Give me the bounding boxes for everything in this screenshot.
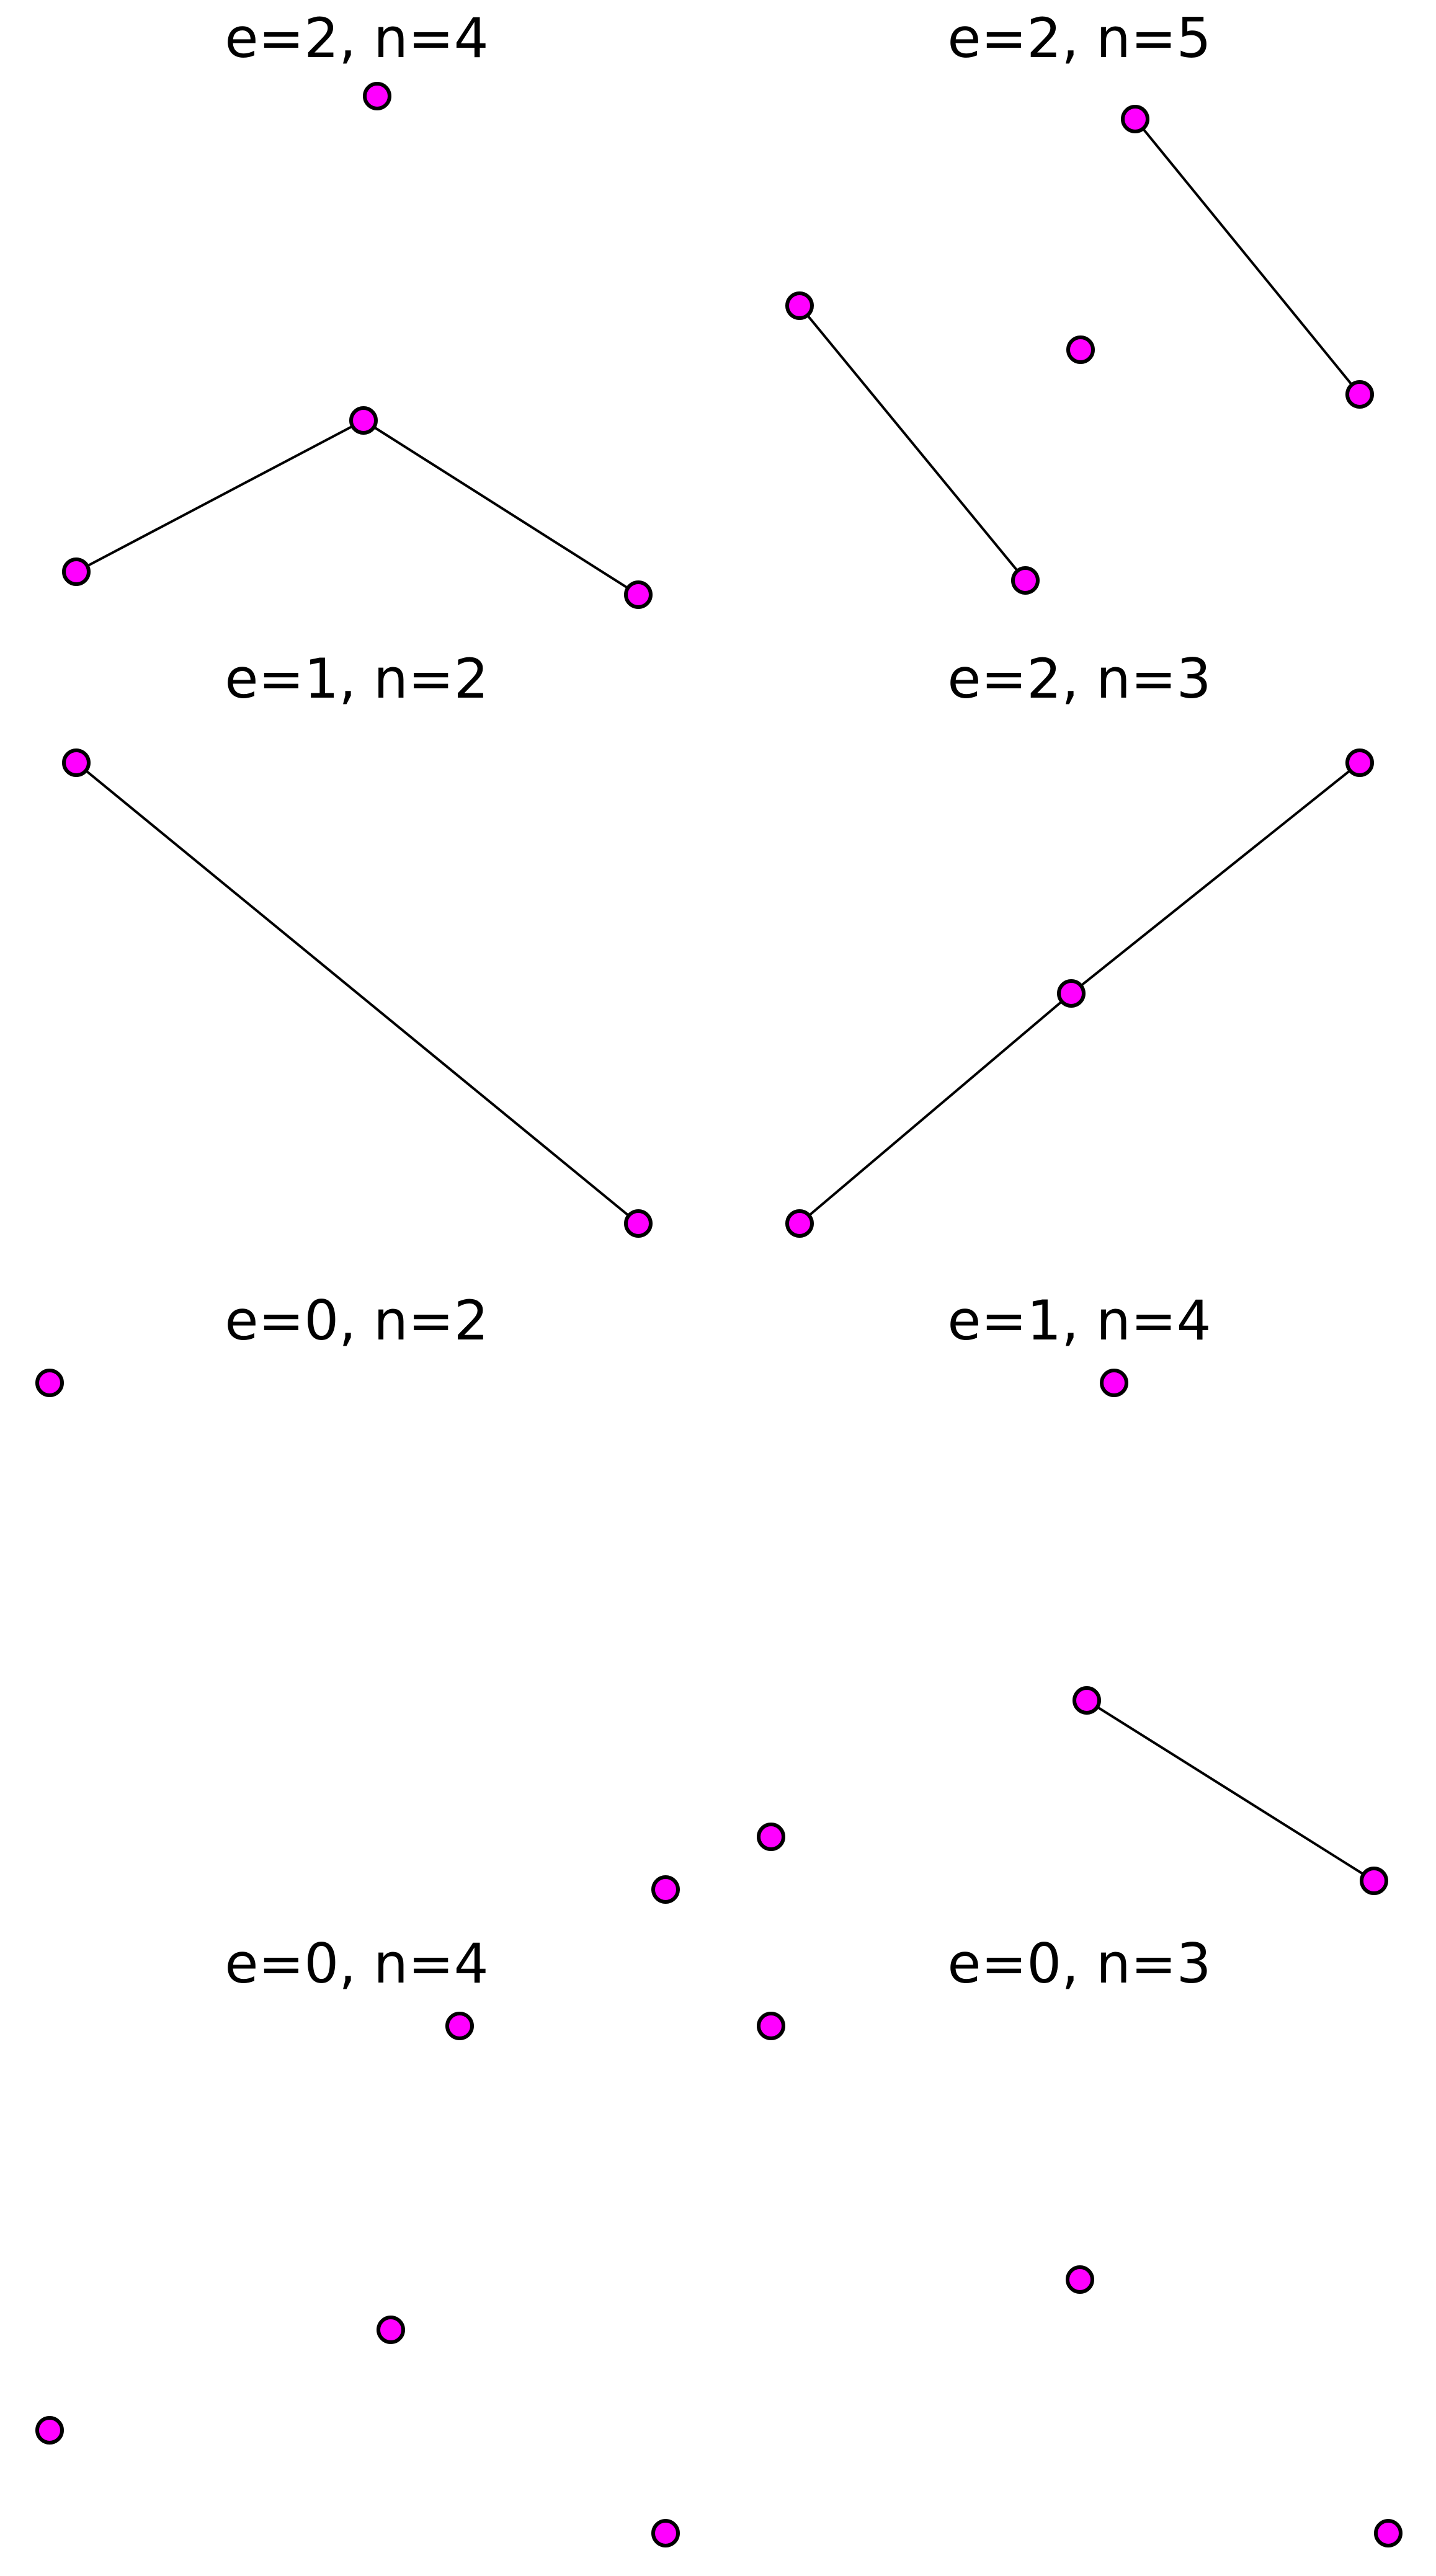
node bbox=[62, 557, 91, 586]
panel-title: e=2, n=4 bbox=[225, 6, 488, 70]
node bbox=[1066, 335, 1095, 364]
node bbox=[1066, 2265, 1094, 2294]
edge bbox=[798, 304, 1027, 582]
node bbox=[1345, 380, 1374, 409]
node bbox=[651, 2519, 680, 2547]
node bbox=[1345, 748, 1374, 777]
node bbox=[651, 1875, 680, 1904]
node bbox=[1011, 566, 1040, 595]
node bbox=[35, 1369, 64, 1397]
panel-e1-n2: e=1, n=2 bbox=[62, 647, 653, 1238]
node bbox=[624, 1209, 653, 1238]
node bbox=[785, 291, 814, 320]
node bbox=[1073, 1686, 1101, 1715]
node bbox=[62, 748, 91, 777]
edge bbox=[1086, 1699, 1375, 1882]
edge bbox=[1070, 762, 1361, 995]
panel-title: e=0, n=4 bbox=[225, 1932, 488, 1996]
panel-e2-n5: e=2, n=5 bbox=[785, 6, 1374, 595]
edge bbox=[75, 419, 365, 573]
edge bbox=[798, 992, 1073, 1225]
panel-e2-n4: e=2, n=4 bbox=[62, 6, 653, 609]
panel-title: e=0, n=2 bbox=[225, 1289, 488, 1352]
panel-e2-n3: e=2, n=3 bbox=[785, 647, 1374, 1238]
panel-title: e=1, n=4 bbox=[947, 1289, 1211, 1352]
node bbox=[1121, 105, 1149, 133]
panel-title: e=2, n=3 bbox=[947, 647, 1211, 711]
node bbox=[624, 580, 653, 609]
panel-title: e=2, n=5 bbox=[947, 6, 1211, 70]
node bbox=[1374, 2519, 1403, 2547]
edge bbox=[1134, 118, 1361, 396]
edge bbox=[362, 419, 640, 596]
node bbox=[757, 2012, 785, 2040]
node bbox=[785, 1209, 814, 1238]
node bbox=[377, 2316, 405, 2344]
node bbox=[1360, 1867, 1388, 1895]
node bbox=[349, 406, 378, 435]
node bbox=[1057, 979, 1086, 1008]
node bbox=[35, 2416, 64, 2445]
node bbox=[757, 1823, 785, 1851]
panel-e0-n4: e=0, n=4 bbox=[35, 1932, 680, 2547]
node bbox=[1100, 1369, 1128, 1397]
edge bbox=[75, 762, 640, 1225]
panel-e0-n3: e=0, n=3 bbox=[757, 1932, 1403, 2547]
panel-e1-n4: e=1, n=4 bbox=[757, 1289, 1388, 1895]
panel-title: e=1, n=2 bbox=[225, 647, 488, 711]
panel-e0-n2: e=0, n=2 bbox=[35, 1289, 680, 1904]
panel-title: e=0, n=3 bbox=[947, 1932, 1211, 1996]
node bbox=[363, 82, 391, 110]
node bbox=[445, 2012, 474, 2040]
